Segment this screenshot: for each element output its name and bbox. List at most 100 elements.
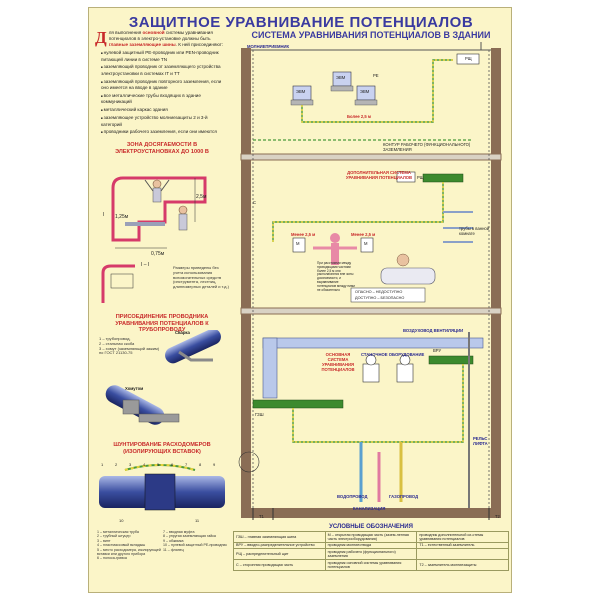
meter-number: 11 (195, 518, 200, 523)
meter-legend-item: 6 – полоса-гривка (97, 556, 127, 561)
intro-item: все металлические трубы входящих в здани… (101, 93, 229, 106)
legend-table: ГЗШ – главная заземляющая шина М – откры… (233, 531, 509, 571)
meter-number: 7 (185, 462, 188, 467)
floor-slab (240, 307, 502, 315)
legend-row: ВРУ – вводно-распределительное устройств… (233, 541, 509, 550)
main-equipotential-stripe (292, 364, 464, 443)
bathtub-icon (380, 267, 436, 285)
section-box (110, 273, 134, 289)
legend-cell: ГЗШ – главная заземляющая шина (233, 531, 326, 543)
rsch-label-mid: РЩ (417, 175, 424, 180)
intro-text-after: . К ней присоединяют: (175, 41, 224, 47)
meter-number: 2 (115, 462, 118, 467)
meter-legend-item: 5 – место расходомера, изолирующей встав… (97, 547, 161, 557)
intro-text: Д ля выполнения основной системы уравнив… (95, 28, 229, 137)
evm-label: ЭВМ (336, 75, 346, 80)
zone-title: ЗОНА ДОСЯГАЕМОСТИ В ЭЛЕКТРОУСТАНОВКАХ ДО… (115, 142, 209, 155)
extra-bus-icon (422, 173, 464, 183)
legend-cell: РЩ – распределительный щит (233, 548, 326, 561)
legend-cell: М – открытая проводящая часть (зазем-лен… (324, 531, 418, 543)
legend-row: РЩ – распределительный щит проводник раб… (233, 548, 509, 561)
legend-row: ГЗШ – главная заземляющая шина М – откры… (233, 531, 509, 543)
duct-label: ВОЗДУХОВОД ВЕНТИЛЯЦИИ (403, 328, 464, 333)
clamp-label: Хомутом (125, 386, 144, 391)
intro-highlight-main: основной (142, 30, 165, 35)
meter-legend-item: 4 – пластмассовый вкладыш (97, 543, 146, 548)
contour-label: КОНТУР РАБОЧЕГО (ФУНКЦИОНАЛЬНОГО) ЗАЗЕМЛ… (383, 142, 471, 152)
meter-number: 4 (143, 462, 146, 467)
intro-highlight-bus: главные заземляющие шины (108, 41, 176, 47)
meter-number: 9 (213, 462, 216, 467)
pe-label: PE (373, 73, 379, 78)
computer-icon (290, 85, 314, 106)
exposed-part-icon (360, 237, 374, 253)
pipe-legend-item: 3 – хомут (заземляющий зажим) по ГОСТ 21… (99, 345, 160, 356)
pe-conductor-stripe (301, 59, 453, 123)
intro-item: проводники рабочего заземления, если они… (101, 129, 229, 136)
right-column: СИСТЕМА УРАВНИВАНИЯ ПОТЕНЦИАЛОВ В ЗДАНИИ (233, 30, 509, 586)
person-head-icon (152, 179, 162, 189)
clamp-strip-icon (138, 413, 180, 423)
zone-illustration: 2,5м 1,25м 0,75м I I – I (101, 176, 207, 303)
person-arm-icon (160, 179, 170, 192)
detail-circle (238, 451, 260, 473)
computer-icon (330, 71, 354, 92)
legend: УСЛОВНЫЕ ОБОЗНАЧЕНИЯ ГЗШ – главная зазем… (233, 524, 509, 586)
intro-item: металлический каркас здания (101, 107, 229, 114)
person-arm-icon (144, 179, 154, 192)
clamp-icon (122, 399, 140, 415)
legend-cell: проводник основной системы уравнивания п… (324, 559, 418, 571)
intro-text-mid: системы уравнивания потенциалов в электр… (108, 30, 213, 41)
building-diagram (238, 42, 502, 520)
less-than-label: Менее 2,5 м (351, 232, 376, 237)
t2-label: T2 (495, 514, 500, 519)
intro-list: нулевой защитный PE-проводник или PEN-пр… (95, 50, 229, 136)
wall-right (491, 48, 501, 518)
intro-item: заземляющее устройство молниезащиты 2 и … (101, 115, 229, 128)
foundation (241, 508, 501, 518)
meter-legend-item: 10 – нулевой защитный PE-проводник (163, 543, 227, 548)
meter-number: 5 (157, 462, 160, 467)
meter-number: 3 (129, 462, 132, 467)
meter-legend-item: 1 – металлическая труба (97, 530, 139, 534)
shunt-conductor-stripe (124, 464, 196, 471)
machine-icon (362, 354, 380, 383)
meter-legend-left: 1 – металлическая труба 2 – трубный штуц… (97, 530, 161, 561)
meter-number: 10 (119, 518, 124, 523)
c-label: С (253, 200, 257, 205)
danger-label: ОПАСНО – НЕДОСТУПНО (355, 290, 403, 294)
intro-item: заземляющий проводник повторного заземле… (101, 79, 229, 92)
computer-icon (354, 85, 378, 106)
person-body-icon (178, 213, 188, 231)
floor-slab (240, 153, 502, 161)
gzsh-label: ГЗШ (255, 412, 264, 417)
rail-label: РЕЛЬС ЛИФТА (473, 436, 488, 446)
dim-label-0-75: 0,75м (151, 251, 165, 257)
main-system-label: ОСНОВНАЯ СИСТЕМА УРАВНИВАНИЯ ПОТЕНЦИАЛОВ (321, 352, 355, 372)
vru-bus-icon (428, 355, 474, 365)
safe-label: ДОСТУПНО – БЕЗОПАСНО (355, 296, 405, 300)
rsch-label-top: РЩ (465, 56, 472, 61)
meter-legend-right: 7 – вводная муфта 8 – упругая заземляюща… (163, 530, 227, 552)
warning-sign (350, 287, 426, 303)
intro-dropcap: Д (95, 28, 107, 47)
legend-cell: проводник дополнительной си-стемы уравни… (416, 531, 509, 543)
dim-label-2-5: 2,5м (196, 194, 207, 200)
exposed-part-icon (292, 237, 306, 253)
intro-item: заземляющий проводник от заземляющего ус… (101, 64, 229, 77)
legend-cell: проводник рабочего (функционального) заз… (324, 548, 418, 561)
vru-label: ВРУ (433, 348, 442, 353)
pipe-legend: 1 – трубопровод, 2 – стальная скоба 3 – … (99, 336, 163, 356)
poster-title: ЗАЩИТНОЕ УРАВНИВАНИЕ ПОТЕНЦИАЛОВ (128, 14, 474, 31)
meter-legend-item: 11 – фланец (163, 547, 184, 552)
section-label: I – I (141, 262, 149, 268)
machines-label: СТАНОЧНОЕ ОБОРУДОВАНИЕ (361, 352, 425, 357)
meter-insert-icon (144, 473, 176, 511)
pipe-legend-item: 1 – трубопровод, (99, 336, 131, 341)
person-body-icon (152, 187, 162, 203)
meter-number: 6 (171, 462, 174, 467)
zone-note: Размеры приведены без учета использовани… (173, 265, 229, 290)
machine-icon (396, 354, 414, 383)
meter-legend-item: 2 – трубный штуцер (97, 534, 131, 539)
pe-conductor (301, 59, 453, 123)
